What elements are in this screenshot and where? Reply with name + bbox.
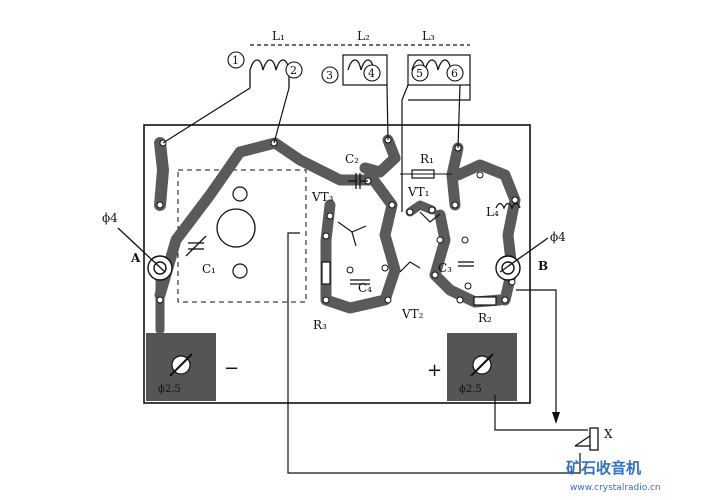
label-r3: R₃ bbox=[313, 318, 327, 332]
c1-small-hole-bottom bbox=[232, 263, 248, 279]
coil-wires bbox=[162, 84, 588, 474]
label-a: A bbox=[130, 251, 141, 265]
terminal-2: 2 bbox=[290, 64, 297, 77]
coil-l1 bbox=[249, 59, 290, 88]
terminal-1: 1 bbox=[232, 54, 239, 67]
trace-vt1 bbox=[405, 200, 437, 217]
trace-c2-node bbox=[359, 134, 401, 178]
label-plus: + bbox=[427, 360, 442, 381]
terminal-5: 5 bbox=[416, 67, 423, 80]
arrow-down-right bbox=[552, 412, 560, 424]
terminal-4: 4 bbox=[368, 67, 375, 80]
battery-screw-left bbox=[169, 353, 193, 377]
label-hole-left: ϕ4 bbox=[102, 211, 118, 225]
terminal-circles bbox=[227, 51, 464, 84]
label-l1: L₁ bbox=[272, 29, 285, 43]
r3-symbol bbox=[321, 261, 331, 285]
label-b: B bbox=[538, 259, 548, 273]
terminal-3: 3 bbox=[326, 69, 333, 82]
label-r2: R₂ bbox=[478, 311, 492, 325]
label-c3: C₃ bbox=[438, 261, 452, 275]
c3-symbol bbox=[458, 261, 474, 267]
c2-symbol bbox=[348, 173, 368, 189]
label-c2: C₂ bbox=[345, 152, 359, 166]
coil-l2-frame bbox=[342, 54, 388, 86]
label-l2: L₂ bbox=[357, 29, 370, 43]
label-l3: L₃ bbox=[422, 29, 435, 43]
hole-a-pointer bbox=[117, 227, 166, 273]
c1-small-hole-top bbox=[232, 186, 248, 202]
c4-symbol bbox=[350, 279, 370, 285]
label-vt3: VT₃ bbox=[311, 190, 334, 204]
pcb-board-outline bbox=[143, 124, 531, 404]
label-pad-right-size: ϕ2.5 bbox=[459, 384, 482, 395]
c1-center-hole bbox=[216, 208, 256, 248]
trace-left-vertical bbox=[154, 137, 169, 211]
transistor-leads bbox=[337, 211, 441, 273]
label-r1: R₁ bbox=[420, 152, 434, 166]
battery-screw-right bbox=[470, 353, 494, 377]
pads bbox=[156, 136, 519, 304]
label-vt1: VT₁ bbox=[407, 185, 429, 199]
coil-l2 bbox=[347, 59, 375, 71]
r2-symbol bbox=[473, 296, 497, 306]
label-l4: L₄ bbox=[486, 205, 499, 219]
coil-l3 bbox=[411, 59, 452, 71]
label-pad-left-size: ϕ2.5 bbox=[158, 384, 181, 395]
c1-outline-dashed bbox=[177, 169, 307, 303]
label-vt2: VT₂ bbox=[401, 307, 424, 321]
watermark-url: www.crystalradio.cn bbox=[570, 483, 661, 493]
earphone-symbol bbox=[574, 427, 599, 451]
label-hole-right: ϕ4 bbox=[550, 230, 566, 244]
trace-r1-node bbox=[446, 142, 464, 211]
watermark-cn: 矿石收音机 bbox=[566, 459, 641, 477]
label-x: X bbox=[604, 427, 613, 441]
hole-b-pointer bbox=[499, 237, 549, 273]
coil-l3-frame bbox=[407, 54, 471, 86]
terminal-6: 6 bbox=[451, 67, 458, 80]
label-c4: C₄ bbox=[358, 281, 372, 295]
label-minus: − bbox=[224, 358, 239, 379]
c1-symbol bbox=[185, 235, 207, 257]
l4-coil bbox=[495, 202, 521, 210]
label-c1: C₁ bbox=[202, 262, 216, 276]
trace-a-to-c2 bbox=[154, 137, 376, 301]
